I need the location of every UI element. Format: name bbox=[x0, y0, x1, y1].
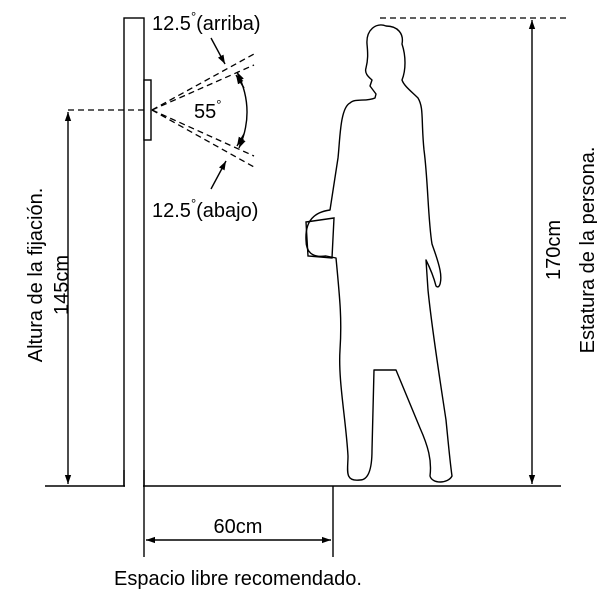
mount-height-value: 145cm bbox=[51, 255, 73, 315]
upper-angle-pointer bbox=[210, 37, 226, 65]
mount-height-caption: Altura de la fijación. bbox=[25, 188, 47, 363]
handbag bbox=[305, 217, 335, 259]
fov-lower-inner-line bbox=[151, 109, 255, 157]
device-unit bbox=[143, 79, 152, 141]
person-silhouette bbox=[305, 24, 453, 483]
lower-angle-label: 12.5°(abajo) bbox=[152, 196, 258, 222]
person-height-caption: Estatura de la persona. bbox=[577, 147, 597, 354]
wall bbox=[123, 17, 145, 487]
upper-angle-label: 12.5°(arriba) bbox=[152, 9, 261, 35]
clearance-caption: Espacio libre recomendado. bbox=[114, 568, 362, 590]
upper-angle-pointer-2 bbox=[235, 74, 245, 89]
clearance-value: 60cm bbox=[214, 516, 263, 538]
total-angle-label: 55° bbox=[194, 97, 221, 123]
lower-angle-pointer bbox=[210, 160, 227, 190]
person-height-value: 170cm bbox=[543, 220, 565, 280]
lower-angle-pointer-2 bbox=[236, 133, 245, 147]
